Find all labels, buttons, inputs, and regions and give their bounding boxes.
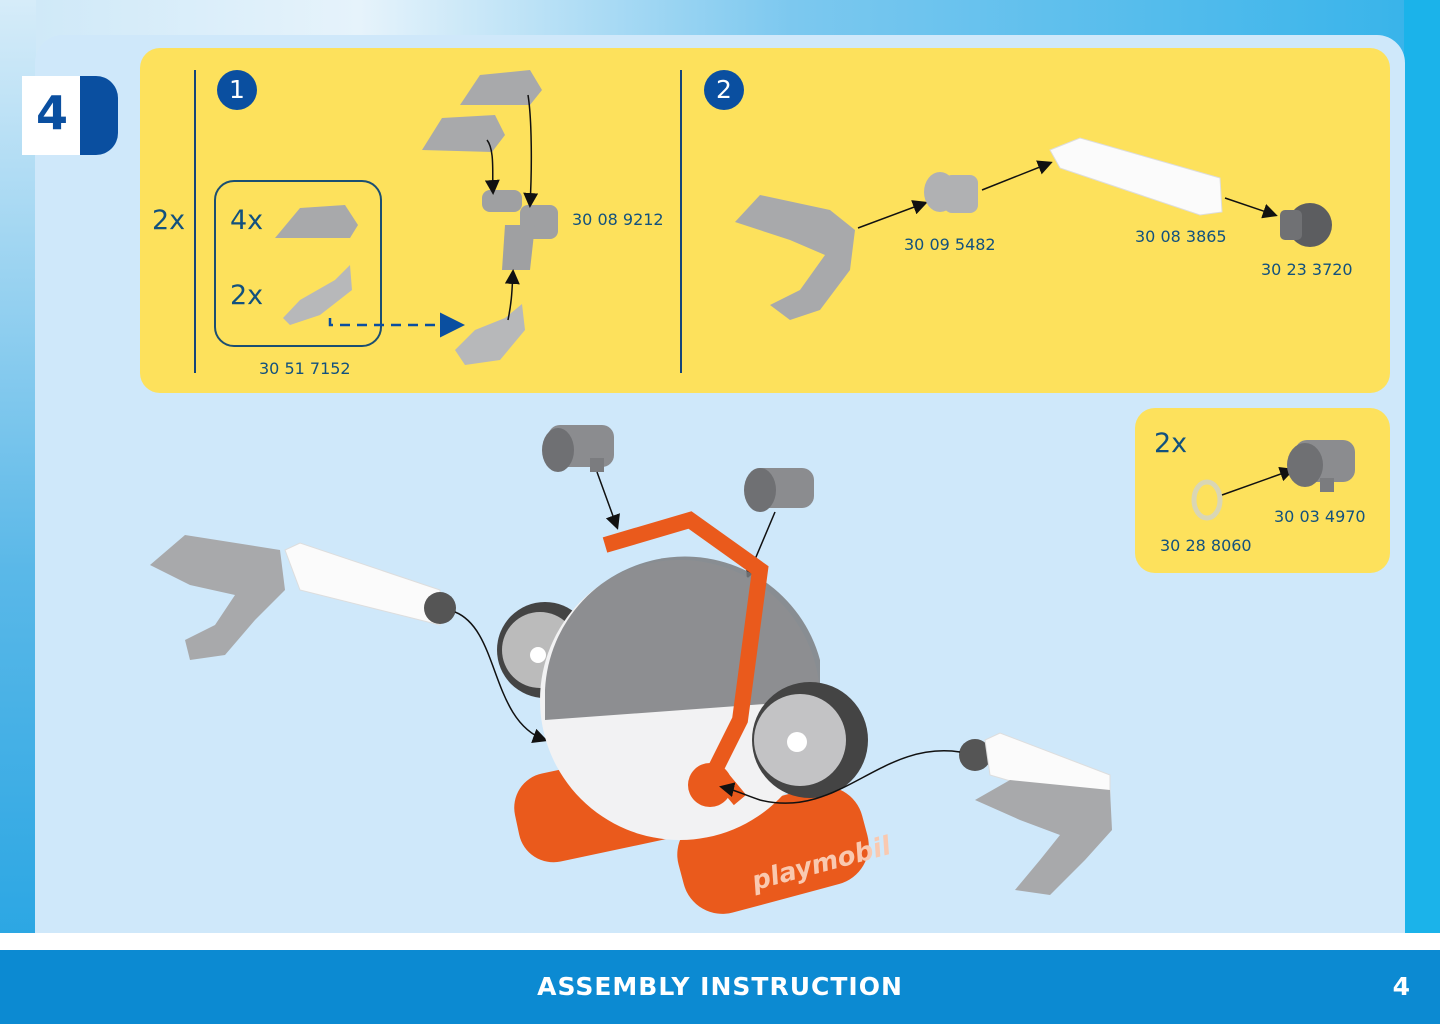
white-arm-segment-icon: [1049, 137, 1223, 216]
part-number: 30 51 7152: [259, 359, 351, 378]
claw-base-icon: [455, 304, 525, 365]
substep-2-badge: 2: [704, 70, 744, 110]
footer-title: ASSEMBLY INSTRUCTION: [537, 972, 903, 1001]
part-number: 30 03 4970: [1274, 507, 1366, 526]
side-parts-box: [1135, 408, 1390, 573]
claw-finger-icon: [422, 70, 542, 152]
divider: [194, 70, 196, 373]
multiplier-label: 2x: [152, 205, 186, 236]
claw-base-icon: [283, 265, 352, 325]
claw-finger-icon: [275, 205, 358, 238]
thruster-housing-icon: [744, 468, 814, 512]
thruster-housing-icon: [542, 425, 614, 472]
multiplier-label: 2x: [1154, 428, 1188, 459]
part-number: 30 28 8060: [1160, 536, 1252, 555]
step-number: 4: [36, 86, 69, 140]
parts-group-frame: [214, 180, 382, 347]
page-left-edge: [0, 0, 36, 950]
badge-white: [22, 76, 82, 155]
claw-joint-icon: [482, 190, 558, 270]
part-number: 30 23 3720: [1261, 260, 1353, 279]
page-number: 4: [1392, 972, 1410, 1001]
robotic-arm-right-icon: [959, 732, 1112, 895]
clear-ring-icon: [1191, 479, 1223, 521]
badge-tab: [80, 76, 118, 155]
part-number: 30 08 9212: [572, 210, 664, 229]
dashed-arrow: [328, 312, 465, 338]
step-number-badge: 4: [22, 76, 118, 155]
part-qty: 2x: [230, 280, 264, 311]
part-number: 30 08 3865: [1135, 227, 1227, 246]
page-right-edge: [1404, 0, 1440, 950]
substep-1-badge: 1: [217, 70, 257, 110]
connector-icon: [924, 172, 978, 213]
footer-bar: ASSEMBLY INSTRUCTION 4: [0, 950, 1440, 1024]
claw-arm-icon: [735, 195, 855, 320]
submarine-icon: playmobil: [497, 511, 895, 914]
footer-divider: [0, 933, 1440, 950]
thruster-housing-icon: [1287, 440, 1355, 492]
part-qty: 4x: [230, 205, 264, 236]
robotic-arm-left-icon: [150, 535, 456, 660]
dark-plug-icon: [1280, 203, 1332, 247]
part-number: 30 09 5482: [904, 235, 996, 254]
divider: [680, 70, 682, 373]
